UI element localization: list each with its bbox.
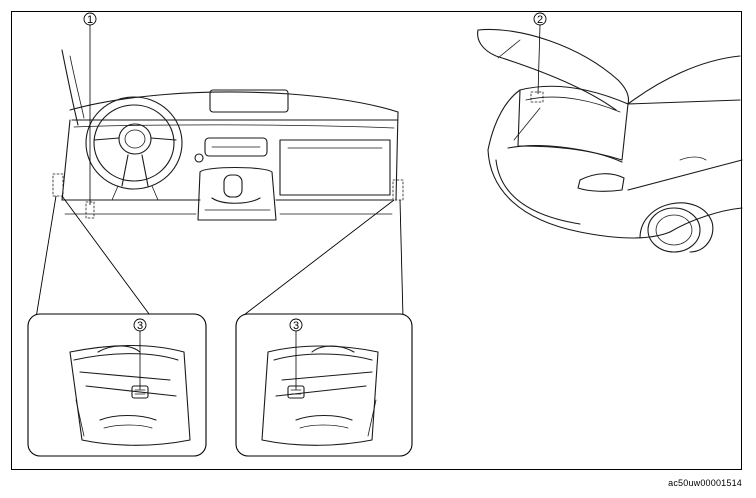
dashboard-drawing	[52, 49, 404, 221]
diagram-frame	[11, 11, 742, 470]
callout-3-left: 3	[133, 318, 147, 390]
callout-1-label: 1	[87, 14, 93, 26]
callout-2-label: 2	[537, 14, 543, 26]
callout-3-right-label: 3	[293, 320, 299, 332]
callout-2: 2	[533, 12, 547, 95]
callout-3-left-label: 3	[137, 320, 143, 332]
left-door-detail	[27, 313, 207, 457]
liftgate-drawing	[477, 28, 743, 253]
callout-3-right: 3	[289, 318, 303, 390]
right-door-detail	[235, 313, 413, 457]
figure-code: ac50uw00001514	[668, 478, 742, 488]
detail-leaders	[35, 195, 404, 319]
callout-1: 1	[83, 12, 97, 205]
